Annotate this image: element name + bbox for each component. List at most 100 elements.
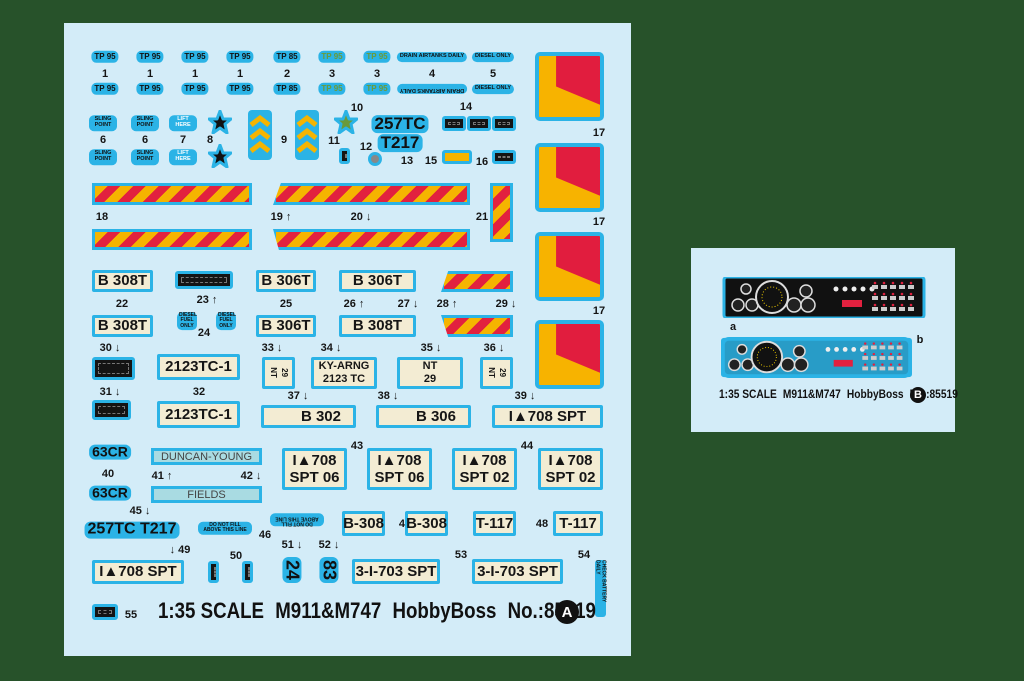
decal-unit-code: 257TC [371, 115, 429, 133]
instrument-panel-decal [492, 150, 516, 164]
plate-line: I▲708 [292, 451, 337, 469]
part-number-label: 3 [328, 68, 336, 80]
red-yellow-panel-decal [535, 52, 604, 121]
part-number-label: 19 ↑ [270, 211, 292, 223]
part-number-label: 44 [520, 440, 534, 452]
part-number-label: ↓ 49 [169, 544, 191, 556]
decal-text: TP 95 [136, 50, 164, 64]
part-number-label: 28 ↑ [436, 298, 458, 310]
hazard-stripe-decal [490, 183, 513, 242]
part-number-label: 20 ↓ [350, 211, 372, 223]
license-plate-decal: I▲708 SPT [492, 405, 603, 428]
decal-text: SLING POINT [131, 115, 159, 131]
part-number-label: 39 ↓ [514, 390, 536, 402]
part-number-label: 7 [179, 134, 187, 146]
hazard-stripe-decal [441, 315, 513, 337]
hazard-stripe-decal [92, 183, 252, 205]
plate-line: 2123 TC [322, 373, 366, 385]
part-number-label: 38 ↓ [377, 390, 399, 402]
part-number-label: 17 [592, 216, 606, 228]
decal-text: TP 95 [226, 50, 254, 64]
license-plate-decal: 3-I-703 SPT [352, 559, 440, 584]
license-plate-decal: B-308 [342, 511, 385, 536]
hazard-stripe-decal [273, 229, 470, 250]
part-number-label: 25 [279, 298, 293, 310]
part-number-label: 33 ↓ [261, 342, 283, 354]
decal-text: TP 95 [318, 50, 346, 64]
decal-text: SLING POINT [131, 149, 159, 165]
instrument-panel-decal [492, 116, 516, 131]
part-number-label: 30 ↓ [99, 342, 121, 354]
part-number-label: 11 [328, 135, 340, 147]
fill-line-decal: DO NOT FILL ABOVE THIS LINE [198, 521, 252, 535]
title-scale: 1:35 SCALE [719, 387, 777, 401]
part-number-label: 41 ↑ [151, 470, 173, 482]
part-number-label: 34 ↓ [320, 342, 342, 354]
title-scale: 1:35 SCALE [158, 598, 265, 623]
part-number-label: 23 ↑ [196, 294, 218, 306]
part-number-label: 2 [283, 68, 291, 80]
decal-text: TP 95 [226, 82, 254, 96]
diesel-fuel-decal: DIESEL FUEL ONLY [177, 312, 198, 330]
decal-63cr: 63CR [89, 444, 131, 460]
instrument-panel-decal [175, 271, 233, 289]
sheet-badge-a: A [555, 600, 579, 624]
part-number-label: 26 ↑ [343, 298, 365, 310]
red-yellow-panel-decal [535, 143, 604, 212]
part-number-label: 32 [192, 386, 206, 398]
part-number-label: 17 [592, 127, 606, 139]
decal-text: SLING POINT [89, 149, 117, 165]
decal-text: TP 85 [273, 50, 301, 64]
part-number-label: 27 ↓ [397, 298, 419, 310]
decal-63cr: 63CR [89, 485, 131, 501]
license-plate-decal: B 302 [261, 405, 356, 428]
star-icon [207, 143, 233, 169]
part-number-label: 51 ↓ [281, 539, 303, 551]
star-icon [333, 109, 359, 135]
diesel-fuel-decal: DIESEL FUEL ONLY [216, 312, 237, 330]
red-yellow-panel-decal [535, 232, 604, 301]
chevron-decal [295, 110, 319, 160]
decal-text: TP 85 [273, 82, 301, 96]
instrument-panel-decal [442, 116, 466, 131]
decal-text: TP 95 [363, 50, 391, 64]
plate-line: SPT 02 [459, 469, 510, 486]
plate-line: NT [486, 367, 496, 379]
license-plate-decal: B 306T [256, 315, 316, 337]
hazard-stripe-decal [92, 229, 252, 250]
part-number-label: 21 [475, 211, 489, 223]
part-number-label: 43 [350, 440, 364, 452]
plate-line: I▲708 [548, 451, 593, 469]
plate-line: I▲708 [462, 451, 507, 469]
chevron-decal [248, 110, 272, 160]
part-number-label: 53 [454, 549, 468, 561]
title-brand: HobbyBoss [846, 387, 904, 401]
part-number-label: 31 ↓ [99, 386, 121, 398]
decal-unit-code: 257TC T217 [84, 521, 180, 539]
plate-line: NT [422, 360, 438, 373]
part-number-label: 46 [258, 529, 272, 541]
plate-line: SPT 06 [289, 469, 340, 486]
instrument-panel-decal [339, 148, 350, 164]
plate-line: 29 [423, 373, 437, 385]
decal-text: TP 95 [91, 50, 119, 64]
round-gauge-decal [368, 152, 382, 166]
part-number-label: 6 [141, 134, 149, 146]
decal-text: SLING POINT [89, 115, 117, 131]
instrument-panel-decal [92, 400, 131, 420]
part-number-label: 22 [115, 298, 129, 310]
part-number-label: 4 [428, 68, 436, 80]
part-number-label: 3 [373, 68, 381, 80]
battery-check-decal: CHECK BATTERY DAILY [595, 560, 607, 617]
license-plate-decal: B 306T [256, 270, 316, 292]
part-number-label: 14 [459, 101, 473, 113]
decal-unit-code: T217 [377, 134, 423, 152]
part-number-label: 29 ↓ [495, 298, 517, 310]
